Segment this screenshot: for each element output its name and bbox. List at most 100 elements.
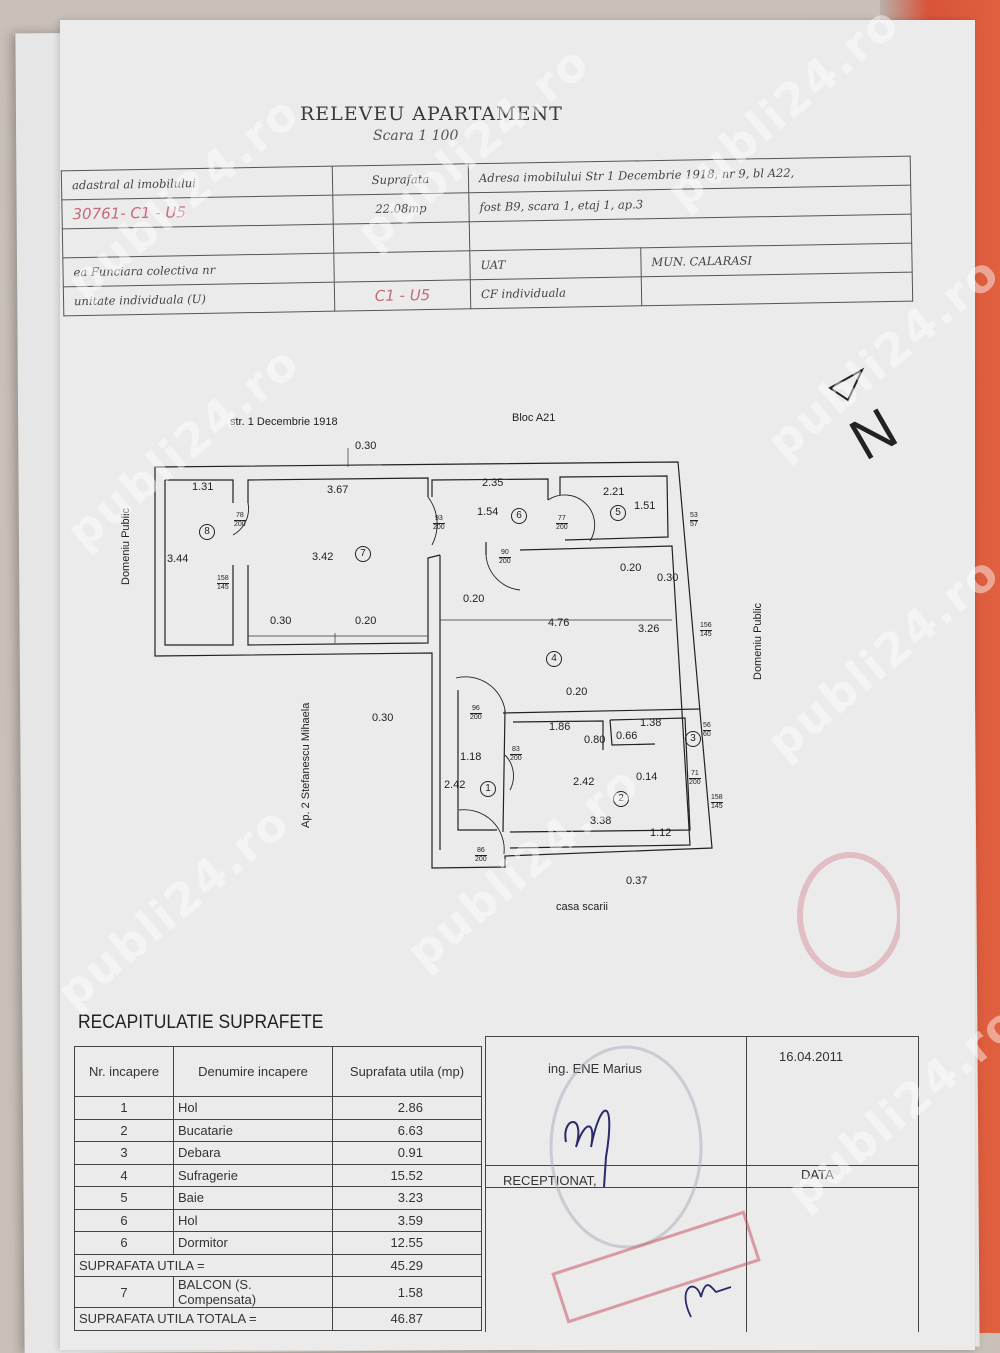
dimension: 2.42 xyxy=(444,779,466,791)
date-value: 16.04.2011 xyxy=(779,1049,844,1064)
dimension: 1.51 xyxy=(634,500,656,512)
dimension: 0.14 xyxy=(636,771,658,783)
neighbor-label: Ap. 2 Stefanescu Mihaela xyxy=(300,702,312,828)
engineer-signature-icon xyxy=(564,1109,611,1188)
block-label: Bloc A21 xyxy=(512,412,556,424)
room-number: 4 xyxy=(546,651,562,667)
total-value: 46.87 xyxy=(332,1307,482,1331)
recap-title: RECAPITULATIE SUPRAFETE xyxy=(78,1012,324,1033)
dimension: 3.26 xyxy=(638,623,660,635)
col-header-name: Denumire incapere xyxy=(173,1046,333,1097)
dimension: 0.30 xyxy=(657,572,679,584)
dimension: 2.21 xyxy=(603,486,625,498)
receiver-signature-icon xyxy=(684,1284,732,1318)
room-name: Bucatarie xyxy=(173,1118,333,1142)
room-name: Hol xyxy=(173,1208,333,1232)
dimension: 3.44 xyxy=(167,553,189,565)
col-header-area: Suprafata utila (mp) xyxy=(332,1046,482,1097)
dimension: 2.42 xyxy=(573,776,595,788)
room-nr: 4 xyxy=(74,1163,174,1187)
room-area: 3.23 xyxy=(332,1186,482,1210)
engineer-name: ing. ENE Marius xyxy=(548,1061,642,1076)
dimension: 1.86 xyxy=(549,721,571,733)
public-domain-right: Domeniu Public xyxy=(752,602,764,680)
room-area: 15.52 xyxy=(332,1163,482,1187)
dimension: 0.80 xyxy=(584,734,606,746)
room-number: 2 xyxy=(613,791,629,807)
signoff-box: ing. ENE Marius 16.04.2011 RECEPTIONAT, … xyxy=(485,1036,919,1332)
dimension: 0.20 xyxy=(463,593,485,605)
dimension: 1.31 xyxy=(192,481,214,493)
room-name: Dormitor xyxy=(173,1231,333,1255)
north-arrow-icon: N xyxy=(828,367,908,470)
dimension: 0.37 xyxy=(626,875,648,887)
dimension: 0.20 xyxy=(620,562,642,574)
total-label: SUPRAFATA UTILA TOTALA = xyxy=(74,1307,333,1331)
room-name: Debara xyxy=(173,1141,333,1165)
subtotal-label: SUPRAFATA UTILA = xyxy=(74,1253,333,1277)
dimension: 1.38 xyxy=(640,717,662,729)
stamps-and-signatures xyxy=(549,1045,761,1324)
dimension: 2.35 xyxy=(482,477,504,489)
room-area: 2.86 xyxy=(332,1096,482,1120)
room-nr: 2 xyxy=(74,1118,174,1142)
stamp-icon xyxy=(797,852,900,978)
dimension: 4.76 xyxy=(548,617,570,629)
dimension: 0.30 xyxy=(372,712,394,724)
engineer-stamp-icon xyxy=(549,1045,703,1249)
room-number: 8 xyxy=(199,524,215,540)
room-nr: 6 xyxy=(74,1208,174,1232)
balcony-area: 1.58 xyxy=(332,1276,482,1308)
date-label: DATA xyxy=(801,1167,834,1182)
room-nr: 3 xyxy=(74,1141,174,1165)
room-area: 6.63 xyxy=(332,1118,482,1142)
dimension: 1.18 xyxy=(460,751,482,763)
dimension: 0.20 xyxy=(355,615,377,627)
balcony-name: BALCON (S. Compensata) xyxy=(173,1276,333,1308)
room-area: 12.55 xyxy=(332,1231,482,1255)
room-name: Sufragerie xyxy=(173,1163,333,1187)
balcony-nr: 7 xyxy=(74,1276,174,1308)
dimension: 1.12 xyxy=(650,827,672,839)
room-number: 3 xyxy=(685,731,701,747)
dimension: 3.38 xyxy=(590,815,612,827)
dimension: 0.30 xyxy=(355,440,377,452)
room-number: 7 xyxy=(355,546,371,562)
room-nr: 1 xyxy=(74,1096,174,1120)
room-number: 6 xyxy=(511,508,527,524)
received-label: RECEPTIONAT, xyxy=(503,1173,597,1188)
room-nr: 6 xyxy=(74,1231,174,1255)
room-area: 0.91 xyxy=(332,1141,482,1165)
subtotal-value: 45.29 xyxy=(332,1253,482,1277)
room-name: Hol xyxy=(173,1096,333,1120)
room-nr: 5 xyxy=(74,1186,174,1210)
office-stamp-icon xyxy=(551,1210,761,1324)
stairs-label: casa scarii xyxy=(556,901,608,913)
document-scale: Scara 1 100 xyxy=(373,128,459,144)
dimension: 0.20 xyxy=(566,686,588,698)
dimension: 1.54 xyxy=(477,506,499,518)
room-area: 3.59 xyxy=(332,1208,482,1232)
col-header-nr: Nr. incapere xyxy=(74,1046,174,1097)
recap-table: Nr. incapere Denumire incapere Suprafata… xyxy=(74,1046,482,1331)
